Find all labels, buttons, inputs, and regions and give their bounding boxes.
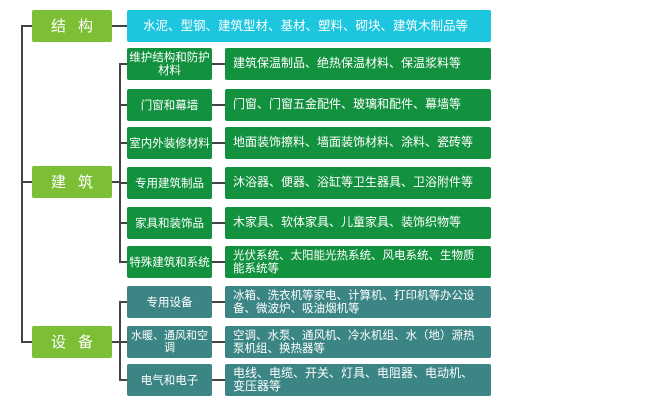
connector [112, 25, 127, 27]
connector [119, 222, 127, 224]
equipment-detail-2: 电线、电缆、开关、灯具、电阻器、电动机、变压器等 [225, 364, 491, 396]
connector [21, 181, 32, 183]
building-detail-1: 门窗、门窗五金配件、玻璃和配件、幕墙等 [225, 89, 491, 121]
category-building: 建筑 [32, 166, 112, 198]
category-structure: 结构 [32, 10, 112, 42]
connector [112, 181, 120, 183]
building-detail-4: 木家具、软体家具、儿童家具、装饰织物等 [225, 207, 491, 239]
equipment-detail-0: 冰箱、洗衣机等家电、计算机、打印机等办公设备、微波炉、吸油烟机等 [225, 286, 491, 318]
connector [212, 301, 225, 303]
building-detail-3: 沐浴器、便器、浴缸等卫生器具、卫浴附件等 [225, 167, 491, 199]
equipment-sub-1: 水暖、通风和空调 [127, 326, 212, 358]
connector [212, 379, 225, 381]
connector [112, 341, 120, 343]
connector [21, 341, 32, 343]
building-sub-3: 专用建筑制品 [127, 167, 212, 199]
equipment-sub-2: 电气和电子 [127, 364, 212, 396]
building-sub-1: 门窗和幕墙 [127, 89, 212, 121]
connector [119, 261, 127, 263]
building-detail-0: 建筑保温制品、绝热保温材料、保温浆料等 [225, 48, 491, 80]
connector [212, 182, 225, 184]
connector [212, 261, 225, 263]
connector [21, 25, 32, 27]
connector [119, 379, 127, 381]
building-sub-4: 家具和装饰品 [127, 207, 212, 239]
category-equipment: 设备 [32, 326, 112, 358]
building-detail-2: 地面装饰擦料、墙面装饰材料、涂料、瓷砖等 [225, 127, 491, 159]
connector [212, 222, 225, 224]
building-sub-0: 维护结构和防护材料 [127, 48, 212, 80]
connector [119, 341, 127, 343]
connector [119, 63, 127, 65]
structure-detail: 水泥、型钢、建筑型材、基材、塑料、砌块、建筑木制品等 [127, 10, 491, 42]
connector [212, 63, 225, 65]
connector [212, 104, 225, 106]
connector [119, 301, 127, 303]
building-sub-5: 特殊建筑和系统 [127, 246, 212, 278]
equipment-sub-0: 专用设备 [127, 286, 212, 318]
main-trunk-line [21, 25, 23, 343]
connector [119, 104, 127, 106]
connector [212, 341, 225, 343]
connector [119, 142, 127, 144]
building-branch-line [119, 64, 121, 263]
equipment-detail-1: 空调、水泵、通风机、冷水机组、水（地）源热泵机组、换热器等 [225, 326, 491, 358]
connector [119, 182, 127, 184]
building-sub-2: 室内外装修材料 [127, 127, 212, 159]
connector [212, 142, 225, 144]
building-detail-5: 光伏系统、太阳能光热系统、风电系统、生物质能系统等 [225, 246, 491, 278]
